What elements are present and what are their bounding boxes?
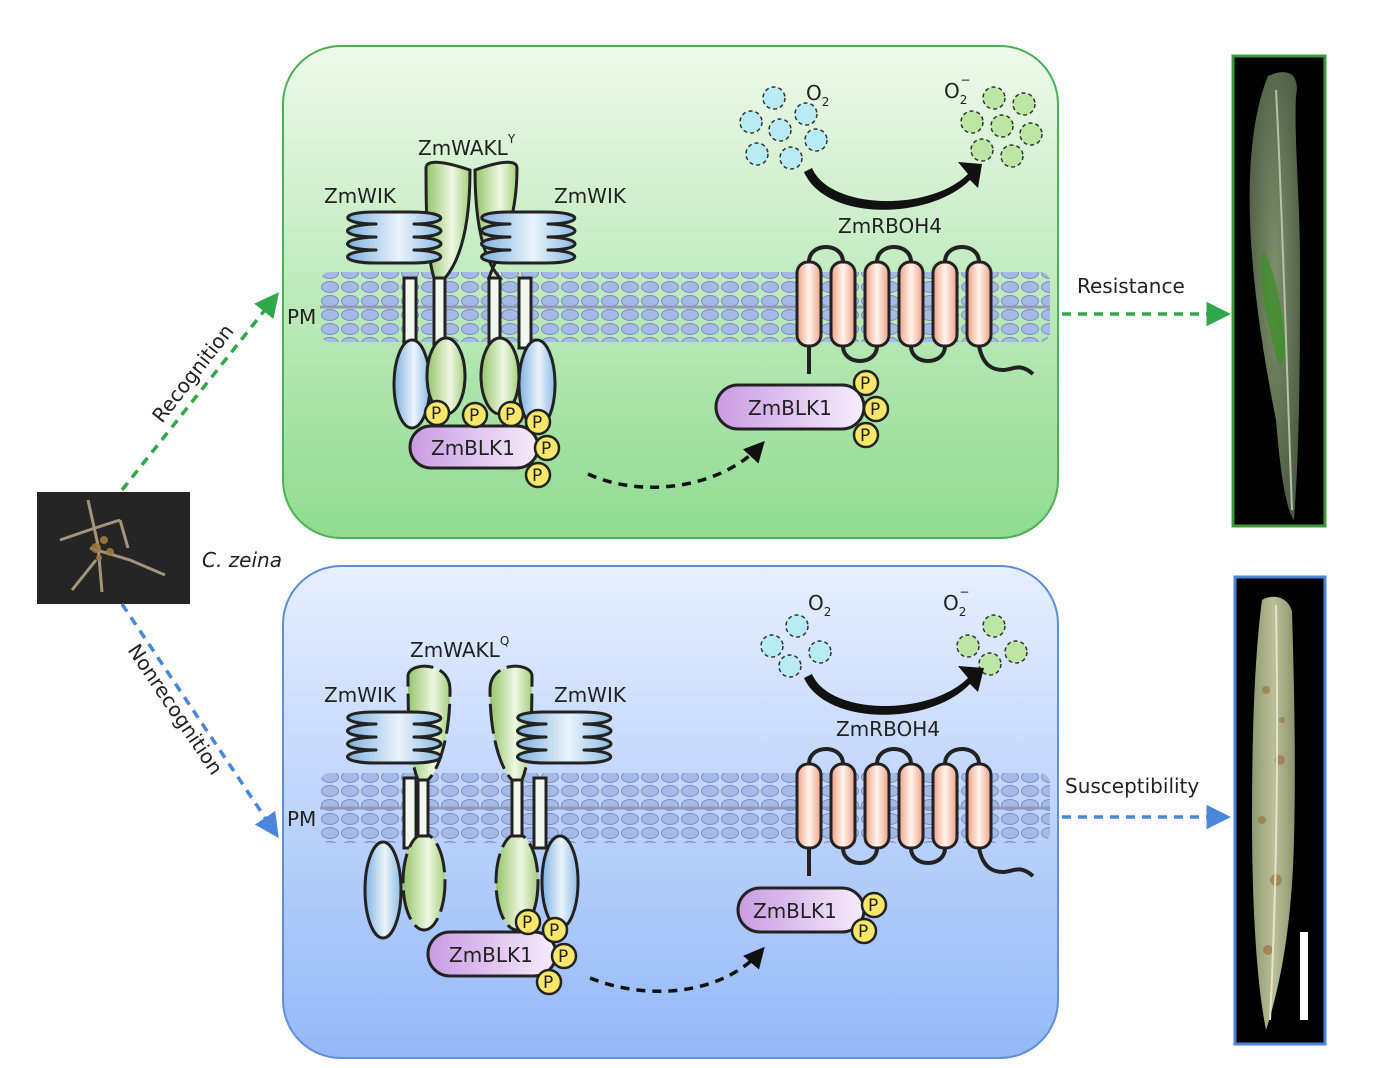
p-label: P bbox=[532, 466, 542, 486]
superoxide-label-top: O2 − bbox=[944, 73, 970, 107]
resistant-leaf-photo bbox=[1231, 54, 1327, 528]
resistance-label: Resistance bbox=[1077, 274, 1185, 298]
phospho-group-bottom-complex bbox=[514, 908, 578, 996]
p-label: P bbox=[549, 921, 559, 941]
superoxide-label-bottom: O2 − bbox=[943, 585, 969, 619]
recognition-arrow bbox=[120, 292, 280, 492]
p-label: P bbox=[431, 404, 441, 424]
wik-kinase-right bbox=[540, 834, 580, 930]
p-label: P bbox=[541, 439, 551, 459]
blk1-label-complex-bottom: ZmBLK1 bbox=[449, 943, 533, 967]
rboh4-label-top: ZmRBOH4 bbox=[838, 214, 942, 238]
pm-label-bottom: PM bbox=[287, 807, 316, 831]
p-label: P bbox=[505, 405, 515, 425]
p-label: P bbox=[522, 913, 532, 933]
wik-kinase-left bbox=[363, 840, 403, 940]
wik-coil-left bbox=[346, 210, 443, 265]
p-label: P bbox=[860, 374, 870, 394]
o2-molecules-bottom bbox=[760, 614, 832, 678]
activation-arrow-bottom bbox=[589, 946, 765, 993]
blk1-label-complex-top: ZmBLK1 bbox=[431, 436, 515, 460]
p-label: P bbox=[870, 400, 880, 420]
phospho-group-top-rboh bbox=[852, 369, 890, 449]
p-label: P bbox=[532, 413, 542, 433]
superoxide-symbol: O bbox=[944, 79, 960, 103]
wakl-allele-q: Q bbox=[500, 634, 509, 648]
ros-conversion-arrow-top bbox=[804, 162, 982, 210]
wik-coil-left bbox=[346, 710, 443, 765]
pathogen-micrograph bbox=[37, 492, 190, 604]
p-label: P bbox=[868, 896, 878, 916]
receptor-complex-nonrecognition: ZmBLK1 P P P P bbox=[346, 664, 613, 996]
o2-label-bottom: O2 bbox=[808, 591, 831, 619]
superoxide-symbol: O bbox=[943, 591, 959, 615]
wik-label-bottom-left: ZmWIK bbox=[324, 683, 397, 707]
pathogen-label: C. zeina bbox=[202, 548, 282, 572]
activation-arrow-top bbox=[587, 440, 765, 489]
p-label: P bbox=[858, 922, 868, 942]
p-label: P bbox=[860, 426, 870, 446]
phospho-group-top-complex bbox=[423, 399, 561, 489]
phospho-group-bottom-rboh bbox=[850, 891, 888, 945]
superoxide-molecules-top bbox=[960, 86, 1043, 168]
receptor-complex-recognition: ZmBLK1 P P P P P P bbox=[346, 160, 577, 489]
blk1-label-free-bottom: ZmBLK1 bbox=[753, 899, 837, 923]
superoxide-subscript: 2 bbox=[959, 605, 967, 619]
o2-label-top: O2 bbox=[806, 81, 829, 109]
nonrecognition-label: Nonrecognition bbox=[123, 639, 228, 779]
pm-label-top: PM bbox=[287, 305, 316, 329]
susceptible-leaf-photo bbox=[1233, 575, 1327, 1046]
wik-label-top-left: ZmWIK bbox=[324, 184, 397, 208]
p-label: P bbox=[469, 406, 479, 426]
superoxide-charge: − bbox=[960, 73, 970, 87]
wik-coil-right bbox=[480, 210, 577, 265]
wakl-name: ZmWAKL bbox=[410, 638, 501, 662]
ros-conversion-arrow-bottom bbox=[804, 666, 984, 715]
wik-label-bottom-right: ZmWIK bbox=[554, 683, 627, 707]
wakl-kinase-left bbox=[401, 832, 447, 932]
wik-label-top-right: ZmWIK bbox=[554, 184, 627, 208]
wik-coil-right bbox=[516, 710, 613, 765]
o2-subscript: 2 bbox=[822, 95, 830, 109]
superoxide-charge: − bbox=[959, 585, 969, 599]
p-label: P bbox=[543, 973, 553, 993]
o2-symbol: O bbox=[808, 591, 824, 615]
wakl-name: ZmWAKL bbox=[418, 136, 509, 160]
nonrecognition-arrow bbox=[120, 603, 279, 839]
wakl-label-top: ZmWAKLY bbox=[418, 132, 516, 160]
wakl-allele-y: Y bbox=[507, 132, 516, 146]
blk1-label-free-top: ZmBLK1 bbox=[748, 396, 832, 420]
rboh4-label-bottom: ZmRBOH4 bbox=[836, 717, 940, 741]
recognition-label: Recognition bbox=[147, 319, 238, 427]
wakl-label-bottom: ZmWAKLQ bbox=[410, 634, 509, 662]
o2-symbol: O bbox=[806, 81, 822, 105]
superoxide-subscript: 2 bbox=[960, 93, 968, 107]
p-label: P bbox=[558, 947, 568, 967]
superoxide-molecules-bottom bbox=[956, 614, 1028, 676]
scale-bar bbox=[1300, 932, 1308, 1020]
susceptibility-label: Susceptibility bbox=[1065, 774, 1199, 798]
o2-molecules-top bbox=[739, 86, 828, 170]
o2-subscript: 2 bbox=[824, 605, 832, 619]
